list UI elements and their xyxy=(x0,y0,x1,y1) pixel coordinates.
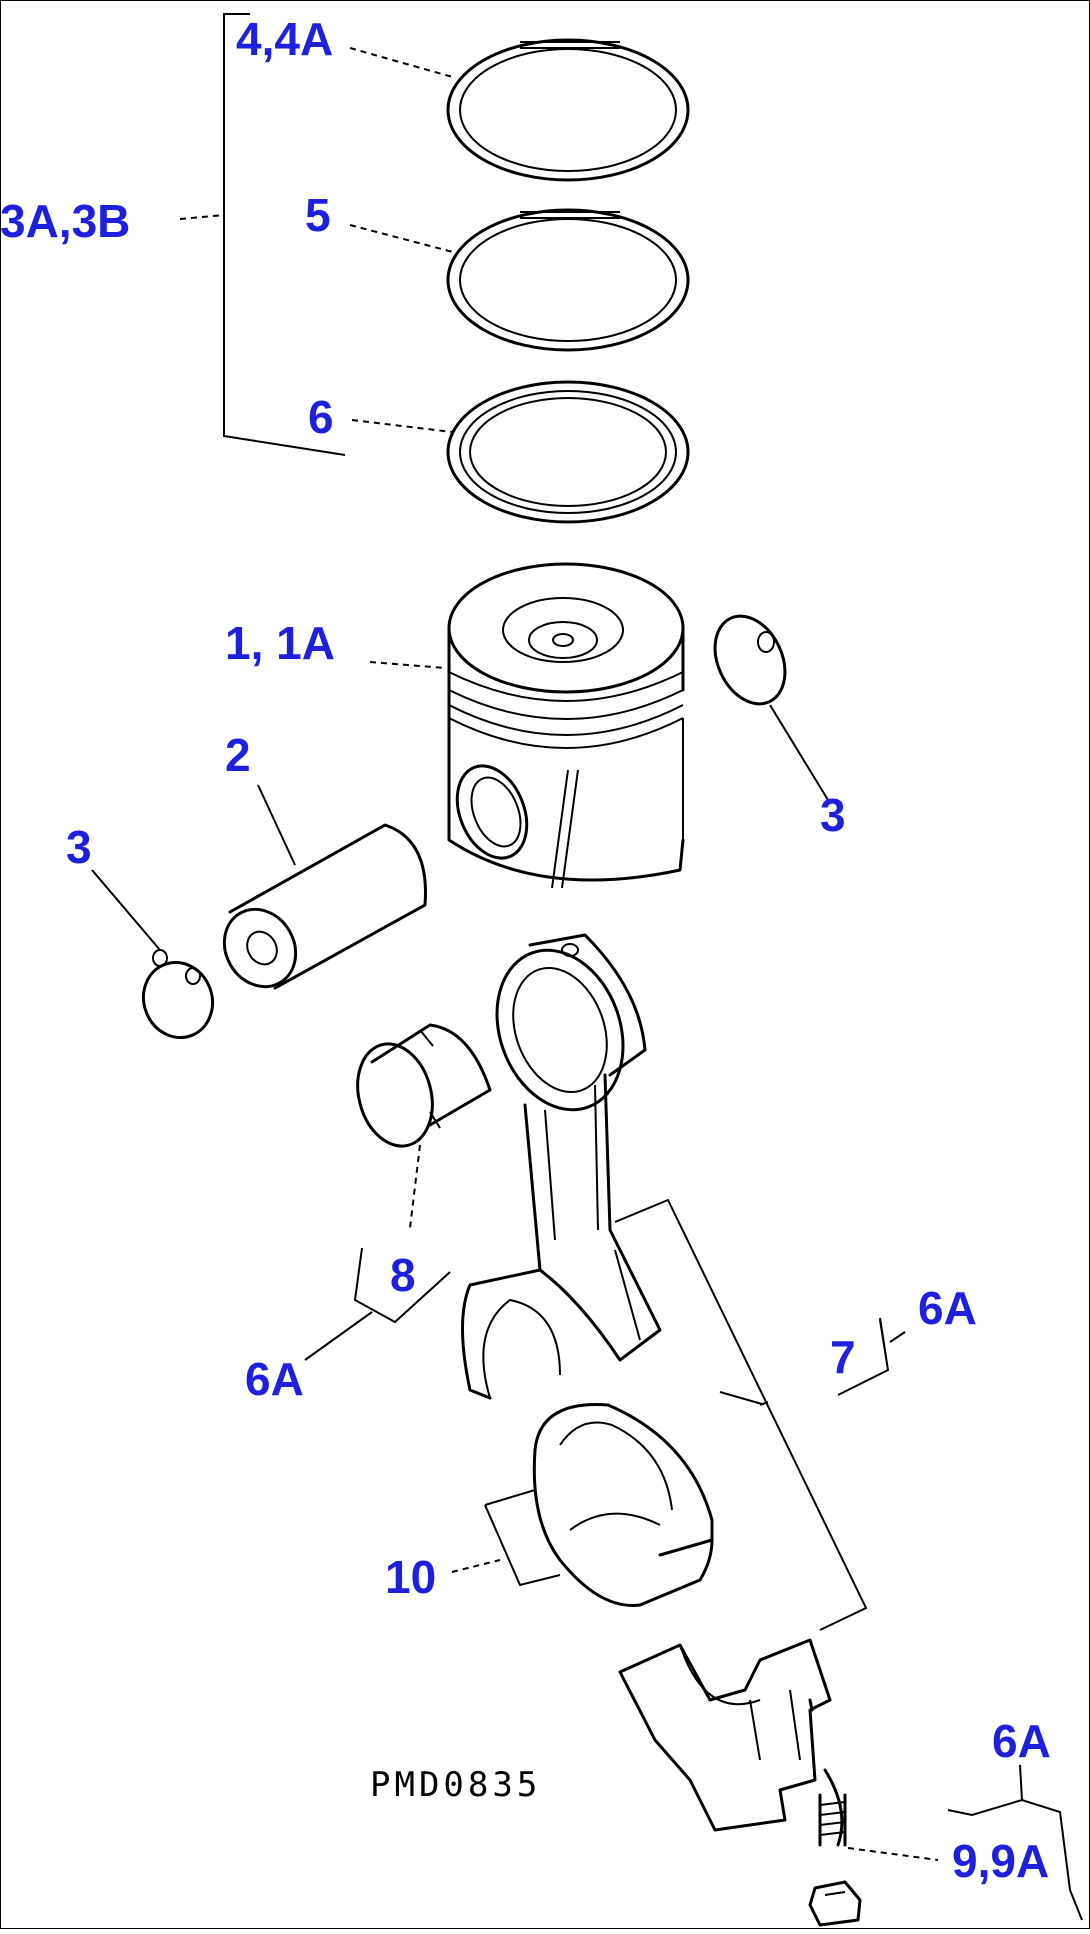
top-ring xyxy=(349,38,690,182)
rod-cap xyxy=(618,1638,832,1832)
label-oil-ring: 6 xyxy=(308,391,334,443)
label-pin: 2 xyxy=(225,729,251,781)
label-top-ring: 4,4A xyxy=(236,13,334,65)
label-snap-ring-left: 3 xyxy=(66,821,92,873)
label-second-ring: 5 xyxy=(305,189,331,241)
label-snap-ring-right: 3 xyxy=(820,789,846,841)
label-bushing-ref: 6A xyxy=(245,1353,304,1405)
label-ring-set: 3A,3B xyxy=(0,195,131,247)
label-piston: 1, 1A xyxy=(225,617,335,669)
connecting-rod xyxy=(461,933,906,1631)
label-rod-bearing: 10 xyxy=(385,1551,437,1603)
label-rod-ref: 6A xyxy=(918,1282,977,1334)
label-bolt-ref: 6A xyxy=(992,1715,1051,1767)
label-connecting-rod: 7 xyxy=(830,1331,856,1383)
label-bolt: 9,9A xyxy=(952,1835,1050,1887)
second-ring xyxy=(349,208,690,352)
rod-bolt xyxy=(808,1764,1083,1927)
snap-ring-left xyxy=(91,869,214,1040)
small-end-bushing xyxy=(304,1023,492,1361)
ring-set-bracket xyxy=(179,13,346,456)
oil-ring xyxy=(351,380,690,524)
piston xyxy=(369,562,685,889)
piston-pin xyxy=(222,784,427,990)
drawing-code: PMD0835 xyxy=(370,1765,542,1805)
rod-bearing xyxy=(451,1403,714,1607)
label-small-end-bushing: 8 xyxy=(390,1249,416,1301)
snap-ring-right xyxy=(713,614,829,801)
